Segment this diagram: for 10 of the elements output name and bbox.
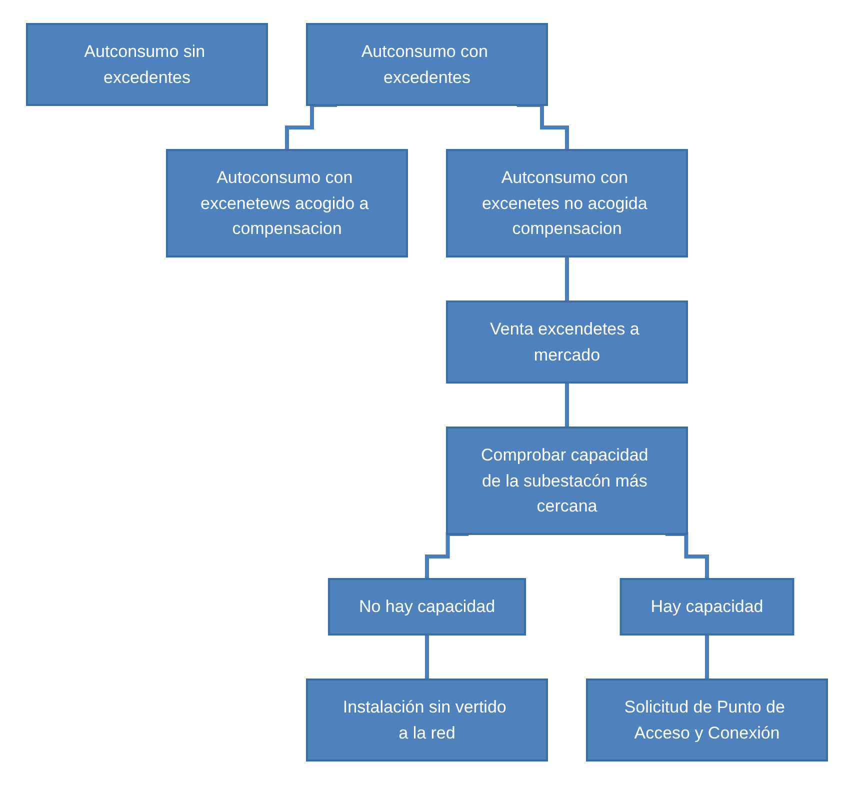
node-box: Autconsumo con excenetes no acogida compensacion: [446, 149, 688, 258]
node-box: Instalación sin vertido a la red: [306, 678, 548, 762]
node-box: Solicitud de Punto de Acceso y Conexión: [586, 678, 828, 762]
node-box: Comprobar capacidad de la subestacón más cercana: [446, 426, 688, 536]
node-box: Autconsumo con excedentes: [306, 23, 548, 106]
node-box: Venta excendetes a mercado: [446, 300, 688, 384]
node-box: Autconsumo sin excedentes: [26, 23, 268, 106]
node-box: No hay capacidad: [328, 578, 526, 636]
node-box: Autoconsumo con excenetews acogido a compensacion: [166, 149, 408, 258]
node-box: Hay capacidad: [620, 578, 794, 636]
